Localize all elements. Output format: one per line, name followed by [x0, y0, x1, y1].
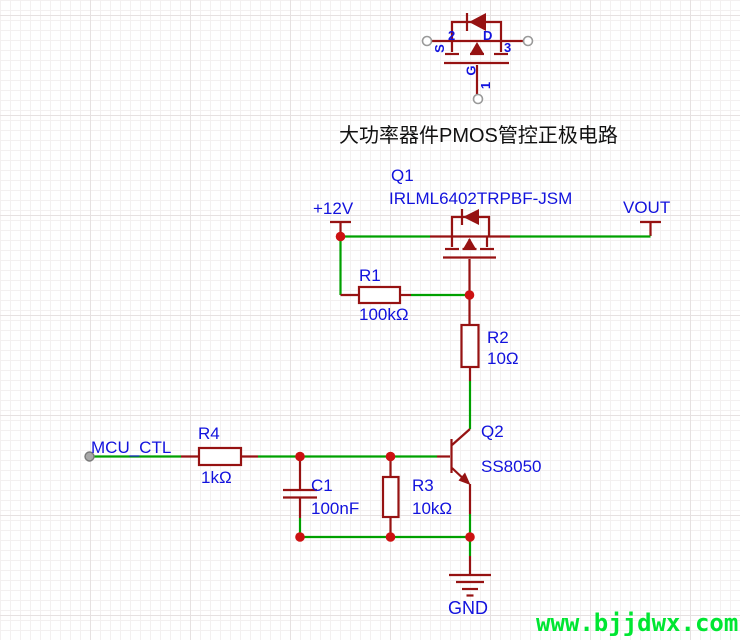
pmos-symbol-preview	[421, 13, 534, 105]
wires	[94, 235, 651, 556]
pin-terminal-gate	[472, 93, 484, 105]
q1-ref-label: Q1	[391, 166, 414, 185]
q2-npn	[437, 428, 472, 514]
resistor-body	[381, 475, 400, 519]
c1-ref-label: C1	[311, 476, 333, 495]
net-label-12v: +12V	[313, 199, 354, 218]
watermark-text: www.bjjdwx.com	[536, 609, 739, 637]
r3-resistor	[381, 456, 400, 537]
q1-part-label: IRLML6402TRPBF-JSM	[389, 189, 573, 208]
c1-value-label: 100nF	[311, 499, 360, 518]
preview-pin-name-s: S	[431, 44, 447, 53]
emitter-arrow	[458, 472, 471, 485]
body-diode-triangle	[469, 13, 486, 31]
schematic-title: 大功率器件PMOS管控正极电路	[339, 125, 618, 147]
r1-ref-label: R1	[359, 266, 381, 285]
mcu-ctl-terminal	[84, 451, 95, 462]
gnd-symbol	[449, 556, 491, 597]
r3-value-label: 10kΩ	[412, 499, 453, 518]
body-diode-triangle	[463, 209, 479, 225]
r1-resistor	[340, 285, 411, 305]
r2-ref-label: R2	[487, 328, 509, 347]
pin-terminal-drain	[522, 35, 534, 47]
collector-lead	[451, 428, 471, 446]
resistor-body	[460, 323, 480, 369]
r2-resistor	[460, 323, 480, 381]
junction-dots	[295, 231, 475, 542]
c1-capacitor	[283, 456, 317, 518]
resistor-body	[357, 285, 402, 305]
resistor-body	[197, 446, 243, 467]
substrate-arrow	[470, 42, 484, 54]
preview-pin-number-3: 3	[504, 40, 512, 55]
r4-value-label: 1kΩ	[201, 468, 232, 487]
preview-pin-number-2: 2	[448, 28, 456, 43]
q2-part-label: SS8050	[481, 457, 542, 476]
r2-value-label: 10Ω	[487, 349, 519, 368]
net-label-gnd: GND	[448, 598, 488, 618]
net-label-vout: VOUT	[623, 198, 671, 217]
pin-terminal-source	[421, 35, 433, 47]
q2-ref-label: Q2	[481, 422, 504, 441]
r4-resistor	[181, 446, 258, 467]
r3-ref-label: R3	[412, 476, 434, 495]
preview-pin-name-g: G	[463, 65, 479, 76]
power-symbol-vout	[640, 220, 661, 236]
net-label-mcu-ctl: MCU_CTL	[91, 438, 172, 457]
q1-pmos	[430, 209, 510, 325]
substrate-arrow	[463, 238, 476, 249]
preview-pin-name-d: D	[483, 28, 493, 43]
preview-pin-number-1: 1	[478, 81, 494, 90]
r4-ref-label: R4	[198, 424, 220, 443]
r1-value-label: 100kΩ	[359, 305, 409, 324]
